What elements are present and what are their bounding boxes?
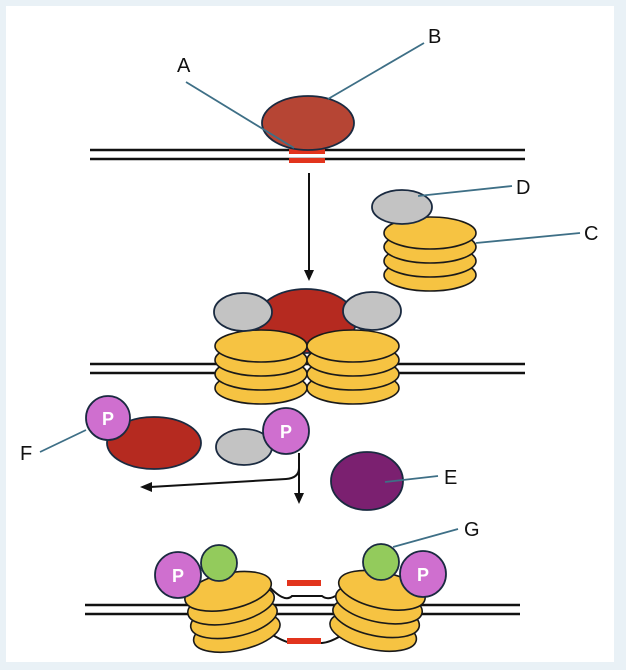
label-g: G xyxy=(464,519,480,541)
phosphate-label-left: P xyxy=(172,566,184,586)
phosphate-on-b xyxy=(85,395,131,441)
arrow-branch xyxy=(140,453,304,504)
protein-b xyxy=(261,95,355,151)
protein-d-left xyxy=(213,292,273,332)
label-e: E xyxy=(444,467,457,489)
leader-line-d xyxy=(417,185,513,197)
leader-line-f xyxy=(39,429,87,453)
protein-g-right xyxy=(362,543,400,581)
leader-line-a xyxy=(185,81,295,149)
label-a: A xyxy=(177,55,191,77)
phosphate-left xyxy=(154,551,202,599)
nucleosome-c xyxy=(383,216,477,292)
phosphate-right xyxy=(399,550,447,598)
phosphate-label-f: P xyxy=(102,409,114,429)
binding-site-bottom xyxy=(289,158,325,163)
binding-site-top xyxy=(289,149,325,154)
phosphate-on-d xyxy=(262,407,310,455)
protein-g-left xyxy=(200,544,238,582)
protein-b-released xyxy=(106,416,202,470)
binding-site-bottom-upper xyxy=(287,580,321,586)
phosphate-label-d: P xyxy=(280,422,292,442)
phosphate-label-right: P xyxy=(417,565,429,585)
leader-line-g xyxy=(392,528,459,548)
label-f: F xyxy=(20,443,32,465)
nucleosome-right-middle xyxy=(306,329,400,405)
label-c: C xyxy=(584,223,598,245)
protein-e xyxy=(330,451,404,511)
binding-site-bottom-lower xyxy=(287,638,321,644)
label-d: D xyxy=(516,177,530,199)
protein-d-right xyxy=(342,291,402,331)
leader-line-b xyxy=(327,42,425,100)
label-b: B xyxy=(428,26,441,48)
dna-strand-bottom xyxy=(85,603,520,616)
leader-line-e xyxy=(384,475,439,483)
protein-d xyxy=(371,189,433,225)
arrow-down-1 xyxy=(304,173,314,281)
nucleosome-left-middle xyxy=(214,329,308,405)
leader-line-c xyxy=(475,232,581,244)
